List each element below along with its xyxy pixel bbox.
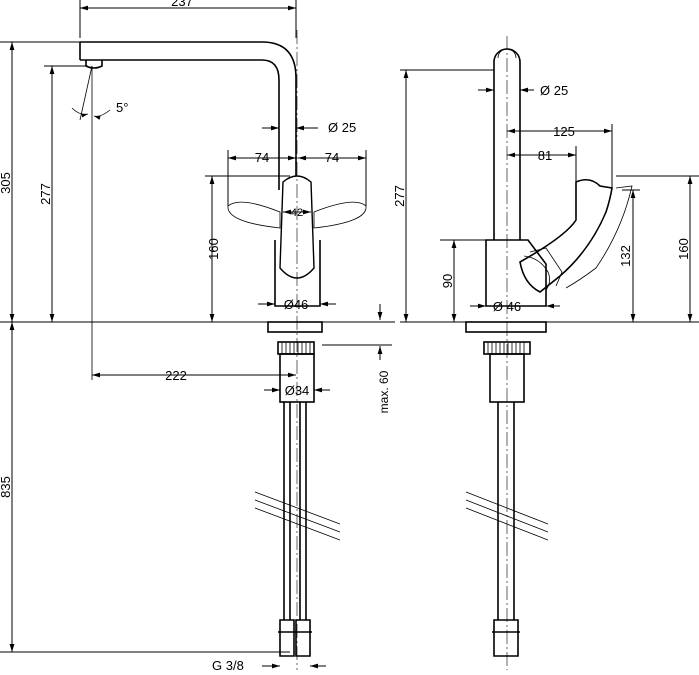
side-dim-body-height: 90: [440, 274, 455, 288]
break-mark: [254, 491, 341, 541]
side-dim-base-dia: Ø 46: [493, 299, 521, 314]
side-dim-spout-dia: Ø 25: [540, 83, 568, 98]
side-view: Ø 25 125 81 277 160 132 90 Ø 46: [392, 36, 699, 670]
dim-angle: 5°: [116, 100, 128, 115]
faucet-body: [274, 240, 321, 307]
dim-lever-height: 160: [206, 238, 221, 260]
lever-wing-left: [227, 201, 281, 229]
side-dim-lever-offset: 81: [538, 148, 552, 163]
dim-thread: G 3/8: [212, 658, 244, 673]
side-dim-lever-height-lower: 132: [618, 245, 633, 267]
dim-lever-right: 74: [325, 150, 339, 165]
thread-lines: [281, 342, 311, 354]
dim-base-dia: Ø46: [284, 297, 309, 312]
side-base-ring: [465, 321, 547, 333]
side-dim-spout-height: 277: [392, 185, 407, 207]
dim-lever-left: 74: [255, 150, 269, 165]
hoses: [283, 402, 307, 620]
side-lever-handle: [565, 185, 633, 289]
hose-fittings: [278, 619, 312, 657]
lever-body: [279, 175, 315, 279]
dim-spout-height: 277: [38, 183, 53, 205]
side-hose-fittings: [492, 619, 520, 657]
dim-spout-dia: Ø 25: [328, 120, 356, 135]
side-thread-lines: [487, 342, 525, 354]
side-hoses: [497, 402, 515, 620]
base-ring: [267, 321, 323, 333]
side-dim-lever-height-upper: 160: [676, 238, 691, 260]
side-dim-lever-reach: 125: [553, 124, 575, 139]
dim-shank-dia: Ø34: [285, 383, 310, 398]
front-view: 237 305 277 5° Ø 25 74 74 42 160: [0, 0, 395, 673]
dim-width-top: 237: [171, 0, 193, 9]
side-spout-top: [493, 48, 521, 240]
dim-max-thickness: max. 60: [377, 370, 391, 413]
dim-hose-length: 835: [0, 476, 13, 498]
spout-tip: [79, 42, 103, 69]
lever-wing-right: [313, 201, 367, 229]
spout: [80, 41, 297, 190]
shank: [279, 353, 315, 403]
side-lever: [519, 178, 613, 293]
side-faucet-body: [485, 239, 547, 307]
dim-reach: 222: [165, 368, 187, 383]
dim-lever-dia: 42: [291, 207, 303, 219]
dim-height-total: 305: [0, 172, 13, 194]
mounting-nut: [277, 341, 315, 355]
